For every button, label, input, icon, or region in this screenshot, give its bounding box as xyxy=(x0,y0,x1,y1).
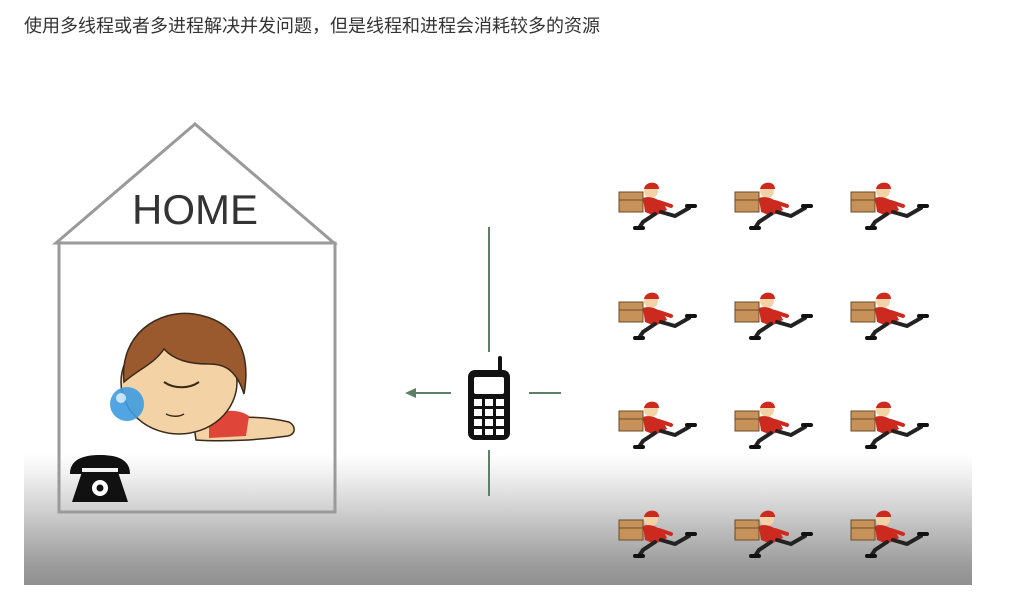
caption-text: 使用多线程或者多进程解决并发问题，但是线程和进程会消耗较多的资源 xyxy=(24,16,600,37)
telephone-icon xyxy=(70,455,130,502)
house-label: HOME xyxy=(132,186,258,233)
mobile-phone-icon xyxy=(468,356,510,440)
courier-running-icon xyxy=(849,399,929,449)
courier-running-icon xyxy=(733,290,813,340)
courier-running-icon xyxy=(617,180,697,230)
house: HOME xyxy=(51,122,339,514)
sleeping-person-icon xyxy=(110,312,295,442)
house-body xyxy=(57,241,337,514)
illustration-canvas: HOME xyxy=(51,122,929,558)
courier-grid xyxy=(617,180,929,558)
courier-running-icon xyxy=(617,399,697,449)
courier-running-icon xyxy=(849,508,929,558)
courier-running-icon xyxy=(617,290,697,340)
courier-running-icon xyxy=(617,508,697,558)
courier-running-icon xyxy=(849,180,929,230)
courier-running-icon xyxy=(733,180,813,230)
courier-running-icon xyxy=(849,290,929,340)
courier-running-icon xyxy=(733,399,813,449)
courier-running-icon xyxy=(733,508,813,558)
concurrency-illustration: HOME xyxy=(24,64,972,585)
arrow-left-icon xyxy=(405,388,451,398)
